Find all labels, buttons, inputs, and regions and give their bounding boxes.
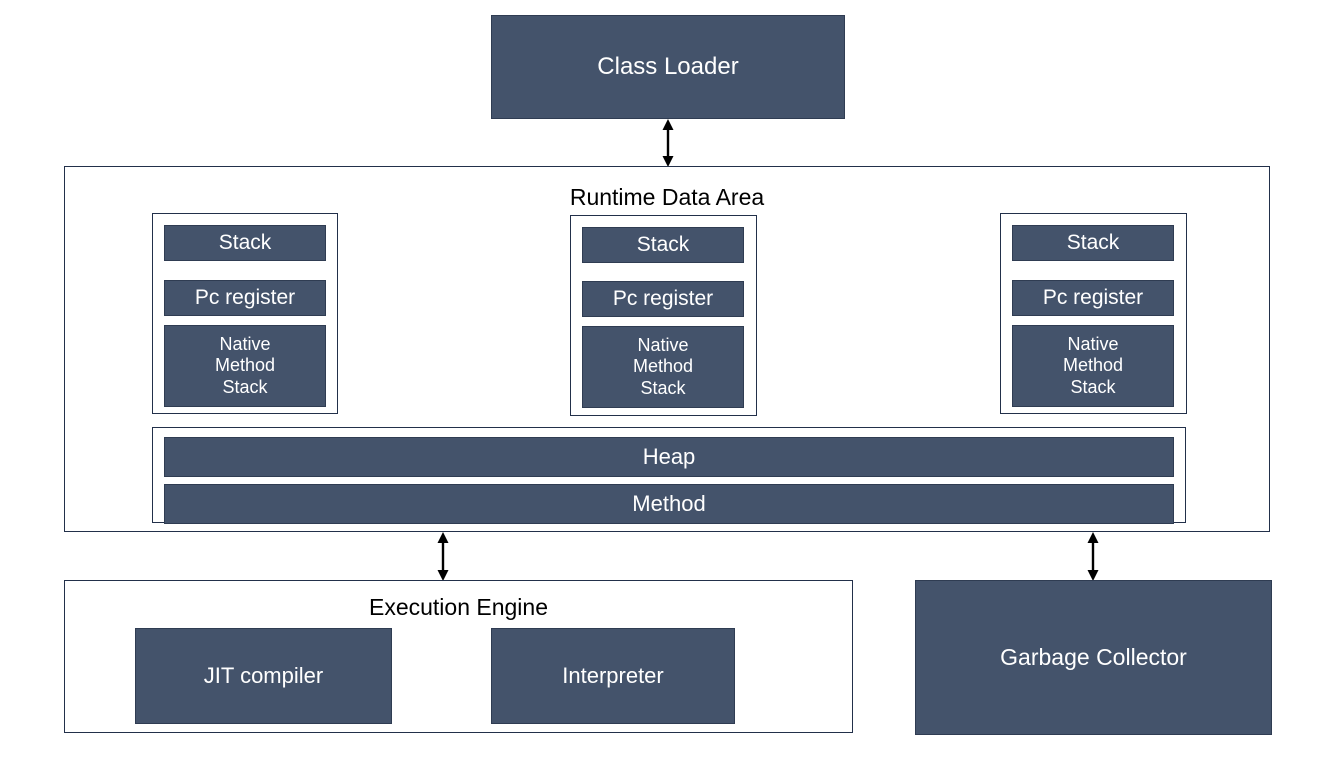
garbage-collector-box[interactable]: Garbage Collector [915, 580, 1272, 735]
thread-1-stack-label: Stack [218, 230, 272, 254]
jit-compiler-box[interactable]: JIT compiler [135, 628, 392, 724]
thread-2-pc-register-label: Pc register [612, 286, 714, 310]
thread-2-native-method-stack-box[interactable]: Native Method Stack [582, 326, 744, 408]
thread-1-pc-register-label: Pc register [194, 285, 296, 309]
class-loader-label: Class Loader [597, 52, 739, 80]
method-area-label: Method [632, 491, 706, 517]
runtime-data-area-to-garbage-collector-arrow [1077, 532, 1109, 581]
thread-3-native-method-stack-label: Native Method Stack [1062, 334, 1124, 397]
thread-2-pc-register-box[interactable]: Pc register [582, 281, 744, 317]
thread-3-pc-register-label: Pc register [1042, 285, 1144, 309]
interpreter-label: Interpreter [562, 663, 664, 689]
thread-2-stack-label: Stack [636, 232, 690, 256]
thread-1-native-method-stack-box[interactable]: Native Method Stack [164, 325, 326, 407]
thread-1-stack-box[interactable]: Stack [164, 225, 326, 261]
runtime-data-area-title: Runtime Data Area [569, 184, 765, 210]
interpreter-box[interactable]: Interpreter [491, 628, 735, 724]
heap-label: Heap [642, 444, 696, 470]
thread-3-native-method-stack-box[interactable]: Native Method Stack [1012, 325, 1174, 407]
thread-2-native-method-stack-label: Native Method Stack [632, 335, 694, 398]
thread-1-pc-register-box[interactable]: Pc register [164, 280, 326, 316]
thread-3-pc-register-box[interactable]: Pc register [1012, 280, 1174, 316]
thread-3-stack-box[interactable]: Stack [1012, 225, 1174, 261]
class-loader-to-runtime-data-area-arrow [652, 119, 684, 167]
jit-compiler-label: JIT compiler [203, 663, 324, 689]
thread-2-stack-box[interactable]: Stack [582, 227, 744, 263]
class-loader-box[interactable]: Class Loader [491, 15, 845, 119]
heap-box[interactable]: Heap [164, 437, 1174, 477]
method-area-box[interactable]: Method [164, 484, 1174, 524]
execution-engine-title: Execution Engine [368, 594, 548, 620]
garbage-collector-label: Garbage Collector [1000, 644, 1187, 671]
thread-1-native-method-stack-label: Native Method Stack [214, 334, 276, 397]
runtime-data-area-to-execution-engine-arrow [427, 532, 459, 581]
thread-3-stack-label: Stack [1066, 230, 1120, 254]
